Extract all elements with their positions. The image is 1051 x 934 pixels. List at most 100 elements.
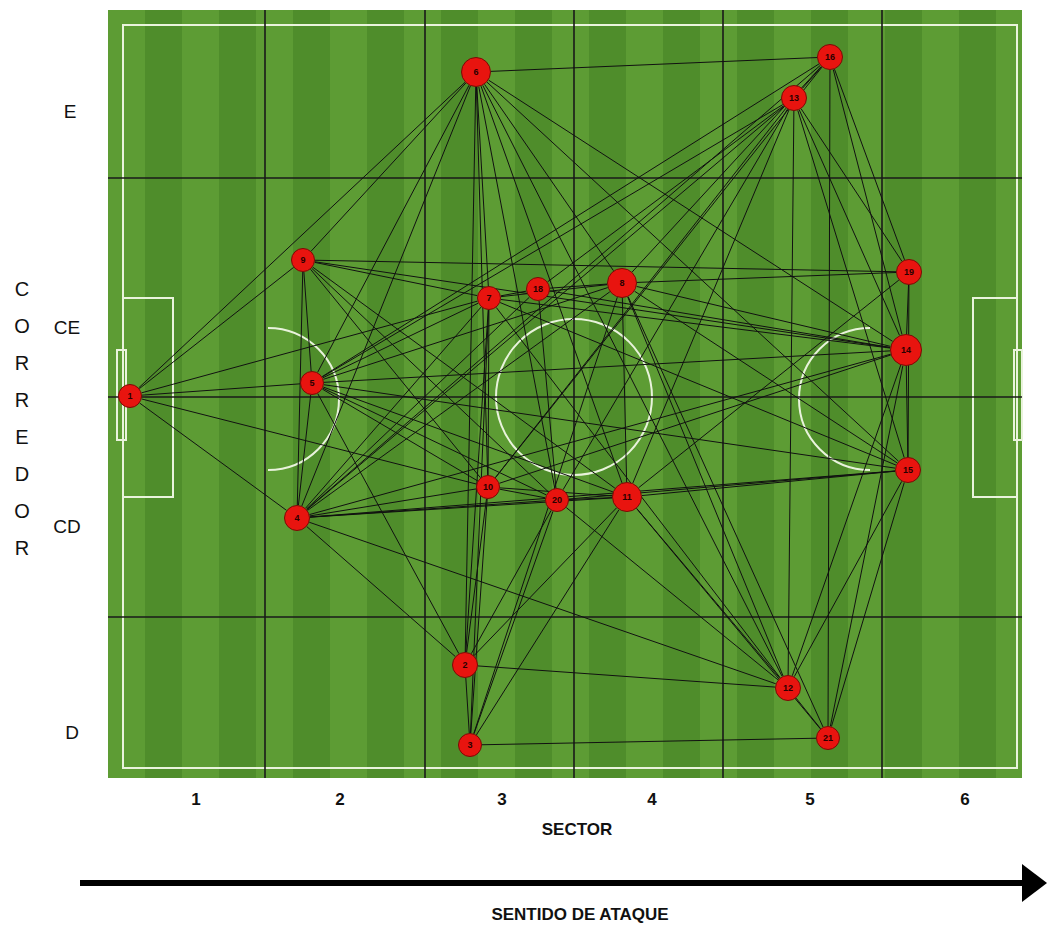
pass-line bbox=[834, 69, 904, 260]
pass-line bbox=[796, 698, 820, 728]
sector-number: 2 bbox=[335, 790, 344, 810]
player-node: 6 bbox=[461, 57, 491, 87]
pass-line bbox=[322, 105, 782, 377]
pass-line bbox=[471, 510, 551, 653]
penalty-arc bbox=[799, 328, 870, 470]
pass-line bbox=[482, 738, 816, 745]
pass-line bbox=[140, 403, 287, 510]
player-node: 12 bbox=[775, 675, 801, 701]
player-node: 20 bbox=[545, 488, 569, 512]
pass-line bbox=[310, 354, 891, 514]
pass-line bbox=[481, 86, 622, 483]
goal bbox=[1014, 350, 1022, 440]
pass-line bbox=[637, 286, 891, 346]
pass-line bbox=[830, 366, 902, 727]
pass-line bbox=[474, 508, 617, 656]
player-number: 18 bbox=[533, 285, 543, 294]
pass-line bbox=[637, 272, 896, 282]
pass-line bbox=[315, 260, 896, 272]
grid-line bbox=[573, 10, 575, 778]
penalty-arc bbox=[268, 328, 339, 470]
player-number: 14 bbox=[901, 346, 911, 355]
player-number: 16 bbox=[825, 53, 835, 62]
pass-line bbox=[548, 106, 784, 282]
pass-line bbox=[831, 482, 904, 726]
player-node: 16 bbox=[817, 44, 843, 70]
player-number: 13 bbox=[789, 94, 799, 103]
pass-line bbox=[307, 66, 820, 510]
pass-line bbox=[550, 291, 890, 347]
zone-grid bbox=[108, 10, 1022, 778]
pass-line bbox=[467, 499, 487, 652]
pass-line bbox=[323, 303, 478, 378]
pass-line bbox=[799, 110, 899, 335]
corridor-label: CD bbox=[53, 516, 80, 538]
pass-line bbox=[566, 508, 778, 680]
player-node: 4 bbox=[284, 505, 310, 531]
player-node: 15 bbox=[895, 457, 921, 483]
pass-line bbox=[499, 355, 890, 483]
pass-line bbox=[307, 527, 455, 657]
pass-line bbox=[908, 285, 910, 457]
pass-line bbox=[311, 83, 466, 251]
player-node: 14 bbox=[890, 334, 922, 366]
pass-line bbox=[298, 395, 310, 505]
pass-line bbox=[539, 301, 556, 488]
pass-line bbox=[306, 307, 482, 508]
pass-line bbox=[798, 110, 904, 457]
player-number: 19 bbox=[904, 268, 914, 277]
arrow-head bbox=[1022, 864, 1047, 902]
axis-title: CORREDOR bbox=[12, 271, 32, 567]
player-number: 2 bbox=[462, 661, 467, 670]
player-node: 1 bbox=[118, 384, 142, 408]
sector-number: 6 bbox=[960, 790, 969, 810]
pass-line bbox=[501, 299, 890, 348]
pass-line bbox=[466, 678, 469, 733]
pass-line bbox=[306, 297, 529, 509]
player-node: 19 bbox=[896, 259, 922, 285]
pass-line bbox=[308, 292, 610, 511]
player-node: 21 bbox=[816, 726, 840, 750]
player-number: 15 bbox=[903, 466, 913, 475]
pass-line bbox=[476, 87, 487, 475]
pass-line bbox=[477, 87, 488, 286]
player-node: 5 bbox=[300, 371, 324, 395]
pass-line bbox=[550, 284, 607, 288]
player-node: 18 bbox=[526, 277, 550, 301]
player-number: 9 bbox=[300, 256, 305, 265]
pass-line bbox=[622, 298, 626, 482]
attack-arrow bbox=[80, 880, 1028, 886]
player-number: 8 bbox=[619, 279, 624, 288]
pass-line bbox=[476, 510, 619, 735]
player-number: 4 bbox=[294, 514, 299, 523]
player-node: 13 bbox=[781, 85, 807, 111]
sector-number: 4 bbox=[647, 790, 656, 810]
pass-line bbox=[142, 384, 300, 395]
axis-title: SENTIDO DE ATAQUE bbox=[491, 905, 668, 925]
player-node: 11 bbox=[612, 482, 642, 512]
pass-line bbox=[563, 109, 787, 489]
grid-line bbox=[108, 616, 1022, 618]
grid-line bbox=[881, 10, 883, 778]
grid-line bbox=[424, 10, 426, 778]
pass-line bbox=[478, 666, 775, 687]
pass-line bbox=[315, 262, 890, 348]
pass-line bbox=[318, 85, 469, 372]
sector-number: 5 bbox=[805, 790, 814, 810]
player-node: 9 bbox=[291, 248, 315, 272]
pass-line bbox=[495, 67, 821, 477]
pass-line bbox=[474, 511, 553, 733]
player-number: 11 bbox=[622, 493, 632, 502]
player-number: 21 bbox=[823, 734, 833, 743]
player-number: 7 bbox=[486, 294, 491, 303]
pass-line bbox=[323, 288, 607, 380]
pass-line bbox=[906, 366, 908, 457]
grass bbox=[108, 10, 1022, 778]
pass-line bbox=[628, 297, 823, 727]
pass-line bbox=[801, 109, 902, 261]
pass-line bbox=[491, 58, 817, 72]
pass-line bbox=[465, 87, 475, 652]
player-node: 10 bbox=[476, 475, 500, 499]
